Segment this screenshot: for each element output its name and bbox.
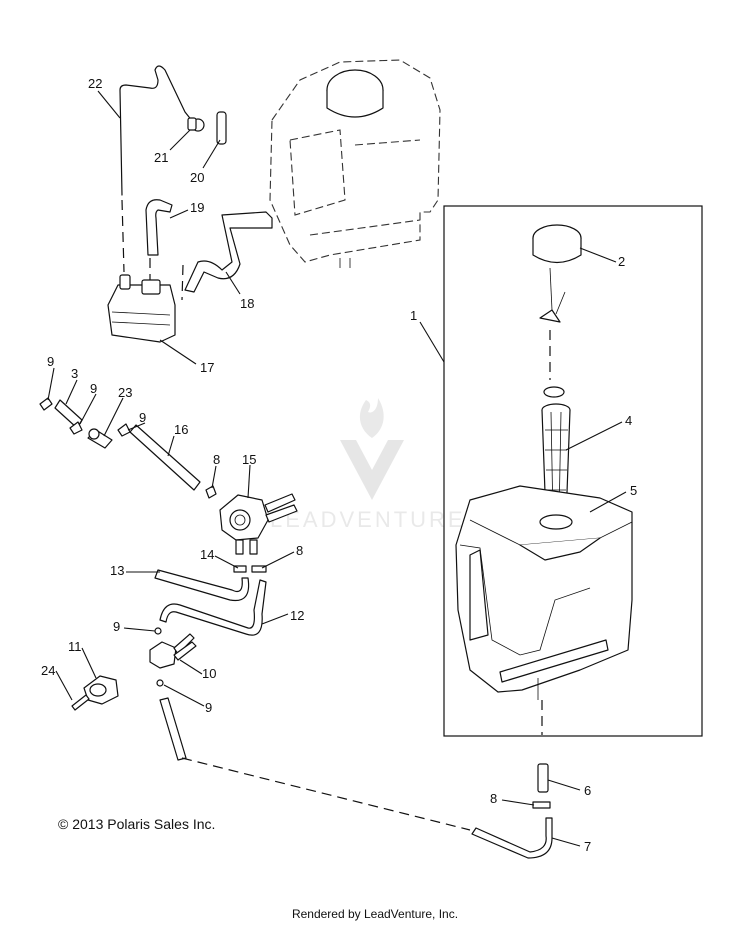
callout-18: 18	[240, 296, 254, 311]
callout-8: 8	[490, 791, 497, 806]
part-17-evap-canister	[107, 274, 176, 343]
part-11-valve-knob	[83, 675, 119, 705]
part-2-fuel-cap	[532, 224, 582, 323]
callout-20: 20	[190, 170, 204, 185]
part-23-inline-filter	[87, 428, 113, 449]
callout-12: 12	[290, 608, 304, 623]
assembly-line	[181, 264, 184, 301]
callout-13: 13	[110, 563, 124, 578]
callout-9: 9	[205, 700, 212, 715]
part-13-fuel-hose	[154, 569, 250, 602]
part-5-fuel-tank	[455, 485, 633, 700]
callout-7: 7	[584, 839, 591, 854]
callout-5: 5	[630, 483, 637, 498]
callout-11: 11	[68, 639, 82, 654]
callout-22: 22	[88, 76, 102, 91]
callout-8: 8	[296, 543, 303, 558]
part-16-hose	[129, 424, 201, 491]
part-22-vent-hose	[119, 65, 194, 196]
rendered-by-footer: Rendered by LeadVenture, Inc.	[291, 907, 459, 921]
part-6-hose-fitting	[537, 763, 549, 793]
callout-23: 23	[118, 385, 132, 400]
part-21-fitting	[187, 117, 205, 132]
copyright-notice: © 2013 Polaris Sales Inc.	[58, 816, 216, 832]
part-8-clamp	[205, 485, 217, 499]
part-10-shutoff-valve	[149, 627, 197, 687]
part-18-vent-hose	[184, 211, 273, 293]
callout-15: 15	[242, 452, 256, 467]
part-ring	[543, 386, 565, 398]
callout-labels: 22 21 20 19 18 17 9 3 9 23 9 16 8 15 14 …	[41, 76, 637, 854]
callout-1: 1	[410, 308, 417, 323]
callout-24: 24	[41, 663, 55, 678]
assembly-1-frame	[443, 205, 703, 737]
leader-lines	[47, 90, 627, 847]
part-15-fuel-pump	[219, 493, 298, 555]
callout-9: 9	[113, 619, 120, 634]
callout-3: 3	[71, 366, 78, 381]
watermark-text: LEADVENTURE	[270, 507, 466, 532]
callout-16: 16	[174, 422, 188, 437]
callout-21: 21	[154, 150, 168, 165]
part-7-fuel-line	[159, 697, 553, 859]
callout-19: 19	[190, 200, 204, 215]
leadventure-watermark: LEADVENTURE	[270, 398, 466, 532]
callout-9: 9	[90, 381, 97, 396]
part-9-clamp	[39, 397, 53, 411]
callout-9: 9	[139, 410, 146, 425]
part-24-screw	[71, 694, 90, 711]
part-9-clamp	[69, 421, 83, 435]
part-12-fuel-hose	[159, 579, 267, 636]
callout-4: 4	[625, 413, 632, 428]
reference-tank-outline	[269, 59, 441, 268]
part-8-clamp	[532, 801, 551, 809]
part-19-elbow-hose	[145, 199, 173, 256]
callout-6: 6	[584, 783, 591, 798]
callout-9: 9	[47, 354, 54, 369]
callout-2: 2	[618, 254, 625, 269]
part-20-hose-stub	[216, 111, 227, 145]
callout-14: 14	[200, 547, 214, 562]
assembly-line	[121, 199, 125, 273]
callout-10: 10	[202, 666, 216, 681]
callout-8: 8	[213, 452, 220, 467]
callout-17: 17	[200, 360, 214, 375]
